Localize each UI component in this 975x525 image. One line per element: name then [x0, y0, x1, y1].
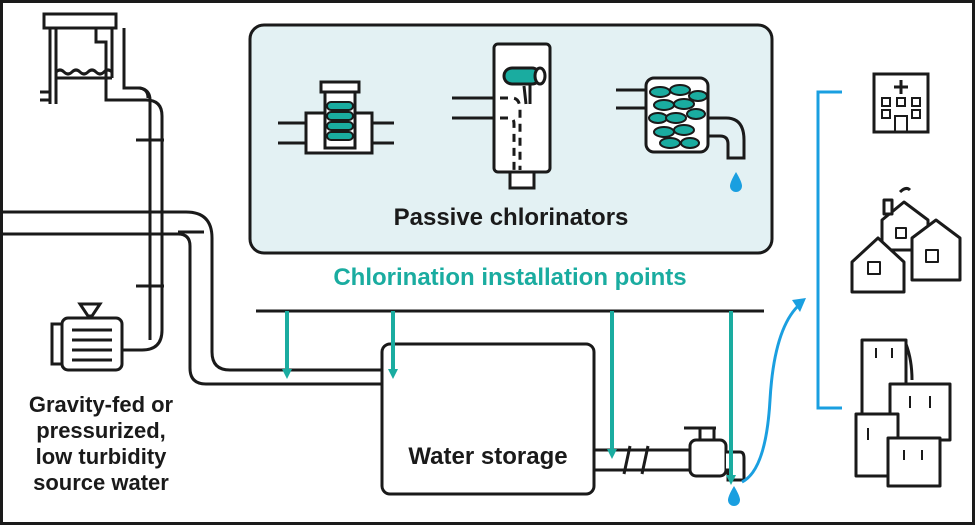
water-drop-icon: [730, 172, 742, 192]
source-water-line: Gravity-fed or: [28, 392, 174, 417]
water-storage-tank: [380, 342, 596, 496]
source-water-line: low turbidity: [35, 444, 167, 469]
main-pipe: [2, 210, 382, 386]
destination-bracket: [816, 90, 842, 410]
inline-chlorinator-icon: [278, 80, 394, 155]
pump-icon: [50, 302, 124, 372]
distribution-arrowhead: [792, 298, 806, 312]
passive-chlorinators-label: Passive chlorinators: [393, 204, 629, 231]
source-water-line: pressurized,: [36, 418, 166, 443]
source-water-label: Gravity-fed or pressurized, low turbidit…: [6, 392, 196, 496]
tank-tower-icon: [40, 12, 118, 104]
installation-points-label: Chlorination installation points: [333, 264, 687, 291]
houses-icon: [850, 186, 962, 294]
water-storage-label: Water storage: [408, 443, 568, 470]
faucet-icon: [684, 426, 746, 482]
pipe-dispenser-chlorinator-icon: [452, 42, 552, 190]
hospital-icon: [872, 72, 930, 134]
source-water-line: source water: [33, 470, 169, 495]
distribution-arrow: [741, 304, 800, 484]
apartments-icon: [854, 338, 952, 488]
tablet-chlorinator-icon: [616, 76, 746, 160]
outlet-pipe: [594, 445, 690, 475]
supply-pipe: [94, 28, 164, 352]
water-drop-icon: [728, 486, 740, 506]
